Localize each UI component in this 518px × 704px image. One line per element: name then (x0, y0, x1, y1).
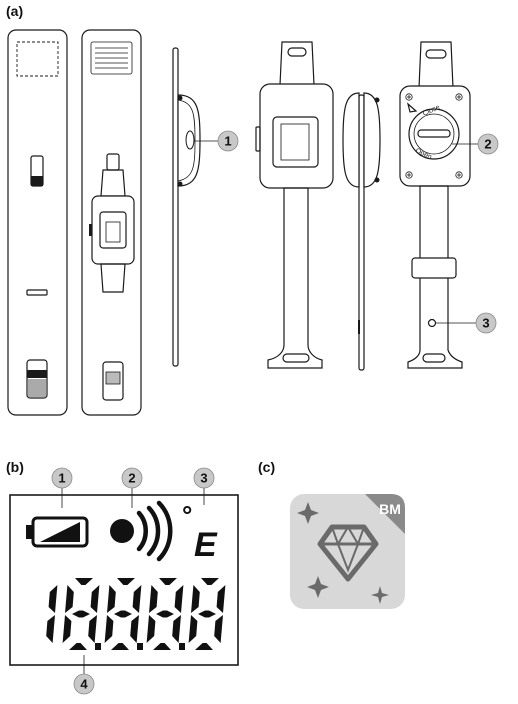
lcd-segment (111, 643, 129, 650)
app-icon: BM (290, 494, 405, 609)
lcd-segment (201, 578, 219, 585)
callout-b4-digits-label: 4 (80, 677, 88, 692)
lcd-digit (188, 578, 226, 650)
lcd-segment (172, 615, 181, 643)
panel-label-b: (b) (6, 459, 24, 475)
battery-cover (408, 108, 460, 160)
lcd-digit (62, 578, 101, 650)
callout-b4-digits (73, 673, 95, 695)
unit-letter: E (194, 526, 218, 564)
app-icon-badge: BM (379, 501, 401, 517)
sparkle-icon (371, 586, 389, 604)
lcd-digit (46, 585, 58, 643)
callout-b1-battery-label: 1 (58, 471, 65, 486)
callout-b1-battery (51, 467, 73, 489)
panel-label-c: (c) (258, 459, 275, 475)
callout-b3-unit-label: 3 (200, 471, 207, 486)
lcd-digits (46, 578, 226, 650)
lcd-segment (198, 610, 216, 618)
diamond-icon (317, 524, 379, 582)
lcd-segment (191, 585, 200, 613)
packaging-tray-right (81, 29, 142, 416)
lcd-segment (146, 615, 156, 643)
lcd-segment (195, 643, 213, 650)
lcd-segment (90, 585, 100, 613)
lcd-segment (104, 615, 114, 643)
callout-b3-unit (193, 467, 215, 489)
lcd-segment (130, 615, 139, 643)
lcd-segment (214, 615, 223, 643)
callout-3-band-hole-label: 3 (482, 316, 489, 331)
callout-b2-signal (121, 467, 143, 489)
lcd-segment (117, 578, 135, 585)
lcd-segment (69, 643, 87, 650)
callout-b2-signal-label: 2 (128, 471, 135, 486)
packaging-tray-left (7, 29, 68, 416)
panel-label-a: (a) (6, 3, 23, 19)
callout-3-band-hole (475, 312, 497, 334)
lcd-segment (153, 643, 171, 650)
lcd-segment (159, 578, 177, 585)
band-side-view-right (342, 92, 381, 371)
battery-icon (26, 516, 89, 548)
lcd-segment (149, 585, 158, 613)
band-back-view: Close Open (399, 41, 471, 369)
sparkle-icon (297, 502, 319, 524)
callout-1-device (217, 130, 239, 152)
callout-1-device-label: 1 (224, 134, 231, 149)
unit-degree-symbol: ° (182, 500, 192, 530)
lcd-segment (88, 615, 97, 643)
lcd-segment (72, 610, 90, 618)
lcd-segment (174, 585, 184, 613)
band-side-view-left (172, 47, 201, 367)
lcd-digit (104, 578, 143, 650)
lcd-segment (75, 578, 93, 585)
lcd-segment (46, 615, 55, 643)
lcd-segment (114, 610, 132, 618)
sparkle-icon (307, 576, 329, 598)
lcd-segment (65, 585, 74, 613)
lcd-decimal-point (137, 643, 143, 650)
lcd-segment (62, 615, 72, 643)
lcd-decimal-point (95, 643, 101, 650)
callout-2-battery-cover-label: 2 (484, 137, 491, 152)
lcd-segment (156, 610, 174, 618)
lcd-segment (48, 585, 58, 613)
lcd-segment (107, 585, 116, 613)
lcd-segment (188, 615, 198, 643)
tray-grille (95, 47, 128, 69)
lcd-digit (146, 578, 185, 650)
lcd-segment (132, 585, 142, 613)
signal-icon (110, 500, 173, 562)
lcd-segment (216, 585, 226, 613)
band-front-view (255, 41, 334, 369)
callout-2-battery-cover (477, 133, 499, 155)
lcd-decimal-point (179, 643, 185, 650)
